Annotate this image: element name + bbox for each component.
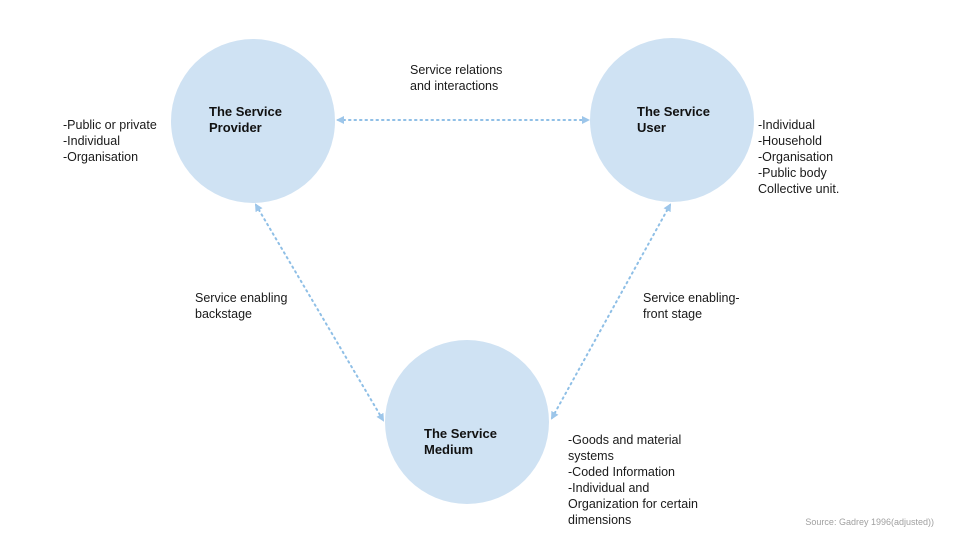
node-label-medium: The Service Medium — [424, 426, 497, 457]
user-attributes: -Individual -Household -Organisation -Pu… — [758, 118, 840, 196]
relation-label-user-medium: Service enabling- front stage — [643, 291, 740, 321]
relation-label-provider-user: Service relations and interactions — [410, 63, 503, 93]
relation-label-provider-medium: Service enabling backstage — [195, 291, 288, 321]
node-service-provider — [171, 39, 335, 203]
node-service-user — [590, 38, 754, 202]
node-label-provider: The Service Provider — [209, 104, 282, 135]
medium-attributes: -Goods and material systems -Coded Infor… — [568, 433, 698, 527]
node-label-user: The Service User — [637, 104, 710, 135]
connector-user-medium — [551, 203, 671, 420]
connector-provider-medium — [254, 203, 385, 422]
source-citation: Source: Gadrey 1996(adjusted)) — [805, 517, 934, 527]
node-service-medium — [385, 340, 549, 504]
provider-attributes: -Public or private -Individual -Organisa… — [63, 118, 157, 164]
